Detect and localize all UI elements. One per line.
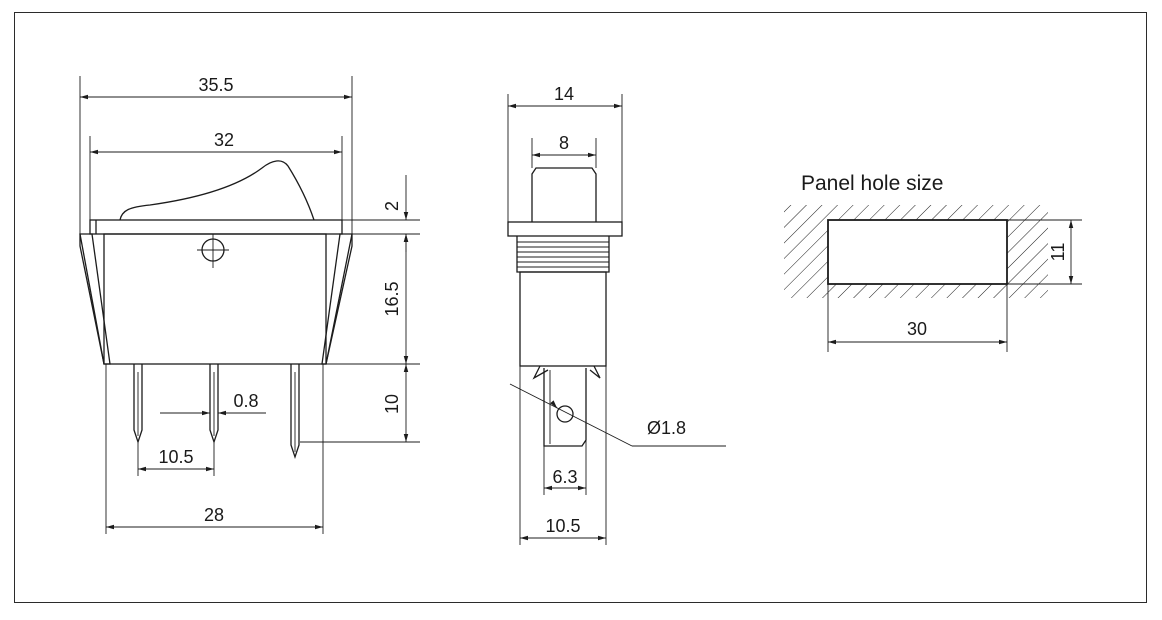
side-body [519,271,607,367]
side-flange [507,221,623,237]
dim-terminal-span: 28 [204,505,224,525]
front-view: 35.5 32 2 16.5 10 0.8 10.5 [79,75,420,534]
front-bezel [89,219,343,235]
panel-hole-title: Panel hole size [801,172,943,195]
dim-terminal-pitch: 10.5 [158,447,193,467]
front-terminals [133,364,300,460]
left-clip [79,233,111,365]
dim-terminal-thickness: 0.8 [233,391,258,411]
dim-terminal-length: 10 [382,394,402,414]
dim-rocker-depth: 8 [559,133,569,153]
side-terminal [543,368,587,447]
dim-overall-depth: 14 [554,84,574,104]
dim-body-depth: 10.5 [545,516,580,536]
panel-hole [827,219,1008,285]
front-body [103,233,327,365]
dim-terminal-width: 6.3 [552,467,577,487]
dim-rocker-width: 32 [214,130,234,150]
panel-hatching [784,205,1048,298]
terminal-hole [556,405,574,423]
dim-panel-height: 11 [1048,243,1068,262]
dim-overall-width: 35.5 [198,75,233,95]
panel-hole-section: Panel hole size 11 30 [784,172,1082,352]
rocker-button [119,160,315,221]
dim-hole-diameter: Ø1.8 [647,418,686,438]
dim-body-height: 16.5 [382,281,402,316]
side-ribs [517,241,609,268]
dim-panel-width: 30 [907,319,927,339]
side-view: Ø1.8 14 8 6.3 10.5 [507,84,726,545]
drawing-frame [14,12,1147,603]
dim-rocker-height: 2 [382,201,402,211]
side-rocker [531,167,597,222]
